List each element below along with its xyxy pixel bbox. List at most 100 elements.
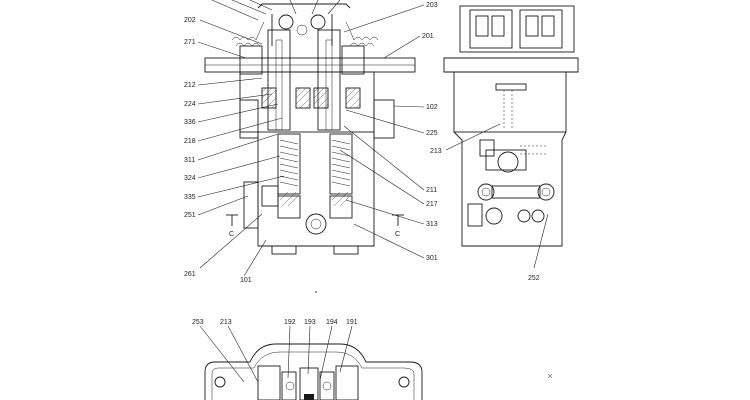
plan-view xyxy=(204,343,423,400)
section-letter-left: C xyxy=(229,231,234,238)
top-cap-outline xyxy=(257,3,351,9)
part-label-313: 313 xyxy=(426,221,438,228)
part-label-335: 335 xyxy=(184,194,196,201)
flange-boss-left xyxy=(239,45,263,75)
side-lower-fitting xyxy=(467,203,483,227)
side-name-plate xyxy=(495,83,527,91)
plan-bolt-hole-right xyxy=(398,376,410,388)
part-label-202: 202 xyxy=(184,17,196,24)
side-port-left-inner xyxy=(481,187,491,197)
side-plate-right xyxy=(373,99,395,139)
right-boot-folds xyxy=(345,21,379,41)
side-lower-body xyxy=(453,131,567,247)
side-top-slot-4 xyxy=(541,15,555,37)
plan-slot-2 xyxy=(299,367,319,400)
left-port xyxy=(243,181,259,229)
plan-pin-2 xyxy=(322,381,332,391)
section-marker-left xyxy=(226,214,238,226)
plunger-right xyxy=(317,29,341,131)
stray-mark-2 xyxy=(547,373,553,379)
side-lower-port-mid xyxy=(517,209,531,223)
plan-pin-1 xyxy=(285,381,295,391)
plan-dark-insert xyxy=(304,394,314,400)
side-port-a xyxy=(479,139,495,157)
side-link-bar xyxy=(491,185,541,199)
part-label-194: 194 xyxy=(326,319,338,326)
plan-block-right xyxy=(335,365,359,400)
part-label-251: 251 xyxy=(184,212,196,219)
side-top-slot-2 xyxy=(491,15,505,37)
part-label-253: 253 xyxy=(192,319,204,326)
part-label-193: 193 xyxy=(304,319,316,326)
bottom-cap-left xyxy=(271,245,297,255)
part-label-102: 102 xyxy=(426,104,438,111)
side-upper-body xyxy=(453,71,567,133)
side-flange xyxy=(443,57,579,73)
plan-outline xyxy=(204,343,423,400)
plunger-left-core xyxy=(275,39,283,131)
part-label-218: 218 xyxy=(184,138,196,145)
side-mid-block xyxy=(485,149,527,171)
part-label-336: 336 xyxy=(184,119,196,126)
lower-springs xyxy=(277,133,353,219)
center-port-inner xyxy=(310,218,322,230)
top-ball-right xyxy=(310,14,326,30)
side-lower-port-right xyxy=(531,209,545,223)
part-label-213-plan: 213 xyxy=(220,319,232,326)
side-port-right-inner xyxy=(541,187,551,197)
side-center-bore xyxy=(497,151,519,173)
left-port-fitting xyxy=(261,185,279,207)
stray-mark xyxy=(315,291,317,293)
right-boot-folds-2 xyxy=(349,42,375,47)
plan-slot-1 xyxy=(281,371,297,400)
plunger-left xyxy=(267,29,291,131)
part-label-201: 201 xyxy=(422,33,434,40)
part-label-252: 252 xyxy=(528,275,540,282)
part-label-324: 324 xyxy=(184,175,196,182)
side-view xyxy=(443,5,579,247)
plan-bolt-hole-left xyxy=(214,376,226,388)
part-label-271: 271 xyxy=(184,39,196,46)
side-top-housing xyxy=(459,5,575,53)
side-lower-port-left xyxy=(485,207,503,225)
part-label-311: 311 xyxy=(184,157,195,164)
front-section-view: C C xyxy=(204,3,416,255)
seal-blocks xyxy=(261,87,361,109)
left-boot-folds xyxy=(231,21,265,41)
part-label-224: 224 xyxy=(184,101,196,108)
side-hidden-bore xyxy=(503,90,513,128)
section-marker-right xyxy=(392,214,404,226)
part-label-213: 213 xyxy=(430,148,442,155)
front-view-leaders xyxy=(197,0,425,277)
top-pivot xyxy=(296,24,308,36)
upper-body xyxy=(239,71,375,133)
center-port xyxy=(305,213,327,235)
side-plate-left xyxy=(239,99,259,139)
side-top-slot-3 xyxy=(525,15,539,37)
part-label-261: 261 xyxy=(184,271,196,278)
part-label-225: 225 xyxy=(426,130,438,137)
flange-boss-right xyxy=(341,45,365,75)
part-label-301: 301 xyxy=(426,255,438,262)
bottom-cap-right xyxy=(333,245,359,255)
part-label-212: 212 xyxy=(184,82,196,89)
section-letter-right: C xyxy=(395,231,400,238)
left-boot-folds-2 xyxy=(235,42,261,47)
part-label-211: 211 xyxy=(426,187,437,194)
side-view-leaders xyxy=(445,123,549,269)
top-ball-left xyxy=(278,14,294,30)
plan-inner-outline xyxy=(211,351,415,400)
part-label-101: 101 xyxy=(240,277,252,284)
part-label-192: 192 xyxy=(284,319,296,326)
plan-view-leaders xyxy=(199,325,353,383)
part-label-191: 191 xyxy=(346,319,358,326)
side-port-left xyxy=(477,183,495,201)
side-top-slot-1 xyxy=(475,15,489,37)
part-label-217: 217 xyxy=(426,201,438,208)
plan-slot-3 xyxy=(319,371,335,400)
part-label-203: 203 xyxy=(426,2,438,9)
side-hidden-passage xyxy=(520,145,548,155)
side-top-block-right xyxy=(519,9,563,49)
